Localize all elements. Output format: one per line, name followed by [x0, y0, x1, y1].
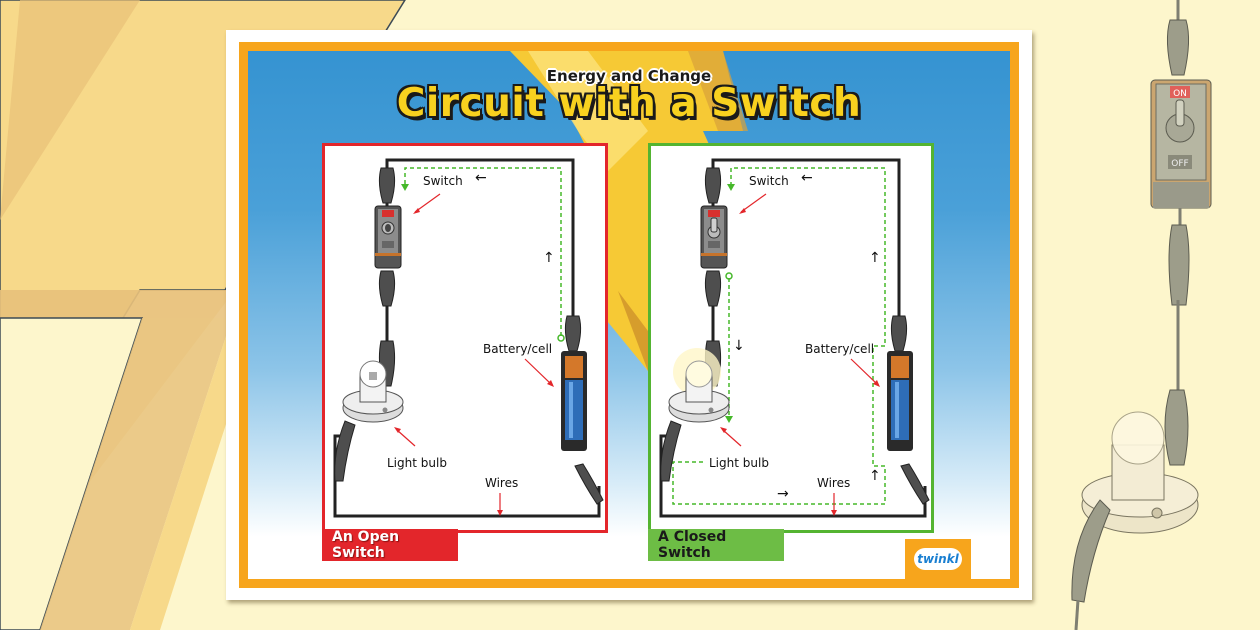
- light-bulb-lit: [668, 348, 730, 423]
- battery-label: Battery/cell: [483, 342, 553, 356]
- battery-label: Battery/cell: [805, 342, 875, 356]
- flow-arrow-up: ↑: [543, 250, 555, 266]
- battery-cell: [887, 351, 913, 451]
- poster-frame: Energy and Change Circuit with a Switch: [239, 42, 1019, 588]
- svg-text:OFF: OFF: [1171, 159, 1188, 169]
- battery-cell: [561, 351, 587, 451]
- poster-card: Energy and Change Circuit with a Switch: [226, 30, 1032, 600]
- wires-label: Wires: [817, 476, 851, 490]
- flow-arrow-up-bottom: ↑: [869, 468, 881, 484]
- toggle-switch-off: [374, 205, 402, 269]
- flow-arrow-left: ←: [801, 170, 813, 186]
- flow-arrow-down: ↓: [733, 338, 745, 354]
- toggle-switch-on: [700, 205, 728, 269]
- poster-subtitle: Energy and Change: [546, 67, 712, 85]
- switch-label: Switch: [423, 174, 463, 188]
- flow-arrow-up: ↑: [869, 250, 881, 266]
- flow-arrow-left: ←: [475, 170, 487, 186]
- light-bulb-label: Light bulb: [387, 456, 447, 470]
- poster-title: Circuit with a Switch: [396, 81, 862, 126]
- cloud-logo-icon: twinkl: [914, 548, 962, 570]
- switch-label: Switch: [749, 174, 789, 188]
- brand-name: twinkl: [917, 552, 959, 566]
- open-switch-panel: Switch ← ↑ Battery/cell Light bulb Wires: [322, 143, 608, 533]
- light-bulb-label: Light bulb: [709, 456, 769, 470]
- closed-switch-caption: A Closed Switch: [648, 529, 784, 561]
- flow-arrow-right: →: [777, 486, 789, 502]
- poster-background: Energy and Change Circuit with a Switch: [248, 51, 1010, 579]
- svg-text:ON: ON: [1173, 89, 1187, 99]
- lightning-bolt-graphic: [510, 51, 748, 371]
- closed-circuit-diagram: [659, 158, 930, 518]
- twinkl-logo: twinkl: [905, 539, 971, 579]
- light-bulb-unlit: [342, 360, 404, 423]
- wires-label: Wires: [485, 476, 519, 490]
- closed-switch-panel: Switch ← ↑ ↓ → ↑ Battery/cell Light bulb…: [648, 143, 934, 533]
- open-circuit-diagram: [333, 158, 604, 518]
- open-switch-caption: An Open Switch: [322, 529, 458, 561]
